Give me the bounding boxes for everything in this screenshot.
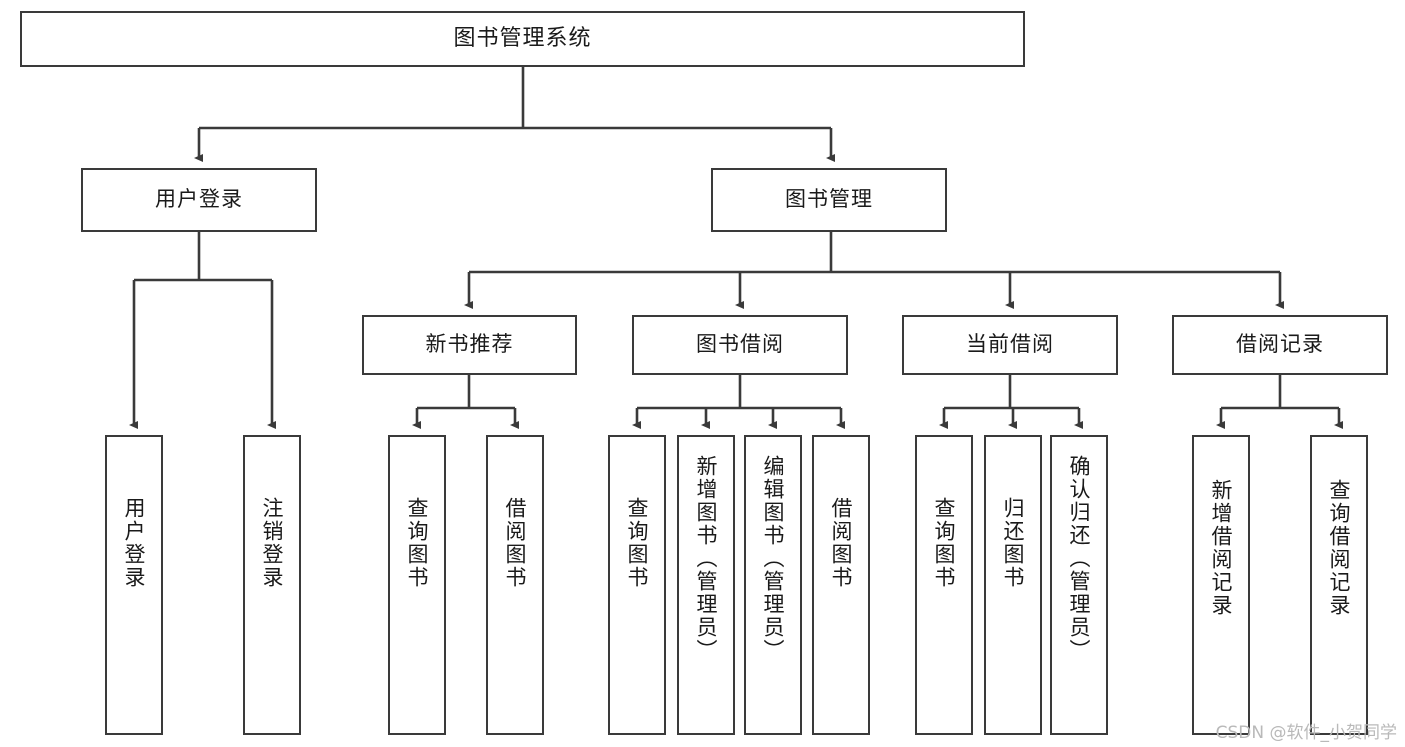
watermark-text: CSDN @软件_小贺同学 [1215,723,1397,743]
node-label: 图书管理 [785,187,873,212]
node-book-management[interactable]: 图书管理 [711,168,947,232]
leaf-add-borrow-record[interactable]: 新增借阅记录 [1192,435,1250,735]
node-label: 借阅图书 [829,497,854,589]
node-label: 用户登录 [122,497,147,589]
node-label: 查询图书 [625,497,650,589]
node-label: 确认归还（管理员） [1067,455,1092,662]
node-borrow-record[interactable]: 借阅记录 [1172,315,1388,375]
node-label: 查询借阅记录 [1327,479,1352,617]
node-label: 查询图书 [405,497,430,589]
leaf-return-book[interactable]: 归还图书 [984,435,1042,735]
leaf-query-book-recommend[interactable]: 查询图书 [388,435,446,735]
node-label: 新增借阅记录 [1209,479,1234,617]
leaf-logout[interactable]: 注销登录 [243,435,301,735]
node-label: 归还图书 [1001,497,1026,589]
leaf-add-book-admin[interactable]: 新增图书（管理员） [677,435,735,735]
leaf-query-book-current[interactable]: 查询图书 [915,435,973,735]
leaf-borrow-book-recommend[interactable]: 借阅图书 [486,435,544,735]
node-label: 用户登录 [155,187,243,212]
node-label: 新书推荐 [425,332,514,357]
leaf-query-book-borrow[interactable]: 查询图书 [608,435,666,735]
node-label: 当前借阅 [966,332,1054,357]
node-user-login[interactable]: 用户登录 [81,168,317,232]
node-new-book-recommend[interactable]: 新书推荐 [362,315,577,375]
leaf-borrow-book[interactable]: 借阅图书 [812,435,870,735]
leaf-user-login[interactable]: 用户登录 [105,435,163,735]
node-label: 新增图书（管理员） [694,455,719,662]
node-label: 图书管理系统 [453,25,592,51]
node-label: 查询图书 [932,497,957,589]
node-label: 注销登录 [260,497,285,589]
node-label: 编辑图书（管理员） [761,455,786,662]
leaf-edit-book-admin[interactable]: 编辑图书（管理员） [744,435,802,735]
node-book-borrow[interactable]: 图书借阅 [632,315,848,375]
node-current-borrow[interactable]: 当前借阅 [902,315,1118,375]
node-label: 借阅图书 [503,497,528,589]
leaf-confirm-return-admin[interactable]: 确认归还（管理员） [1050,435,1108,735]
node-root-system[interactable]: 图书管理系统 [20,11,1025,67]
node-label: 图书借阅 [696,332,784,357]
leaf-query-borrow-record[interactable]: 查询借阅记录 [1310,435,1368,735]
node-label: 借阅记录 [1236,332,1324,357]
